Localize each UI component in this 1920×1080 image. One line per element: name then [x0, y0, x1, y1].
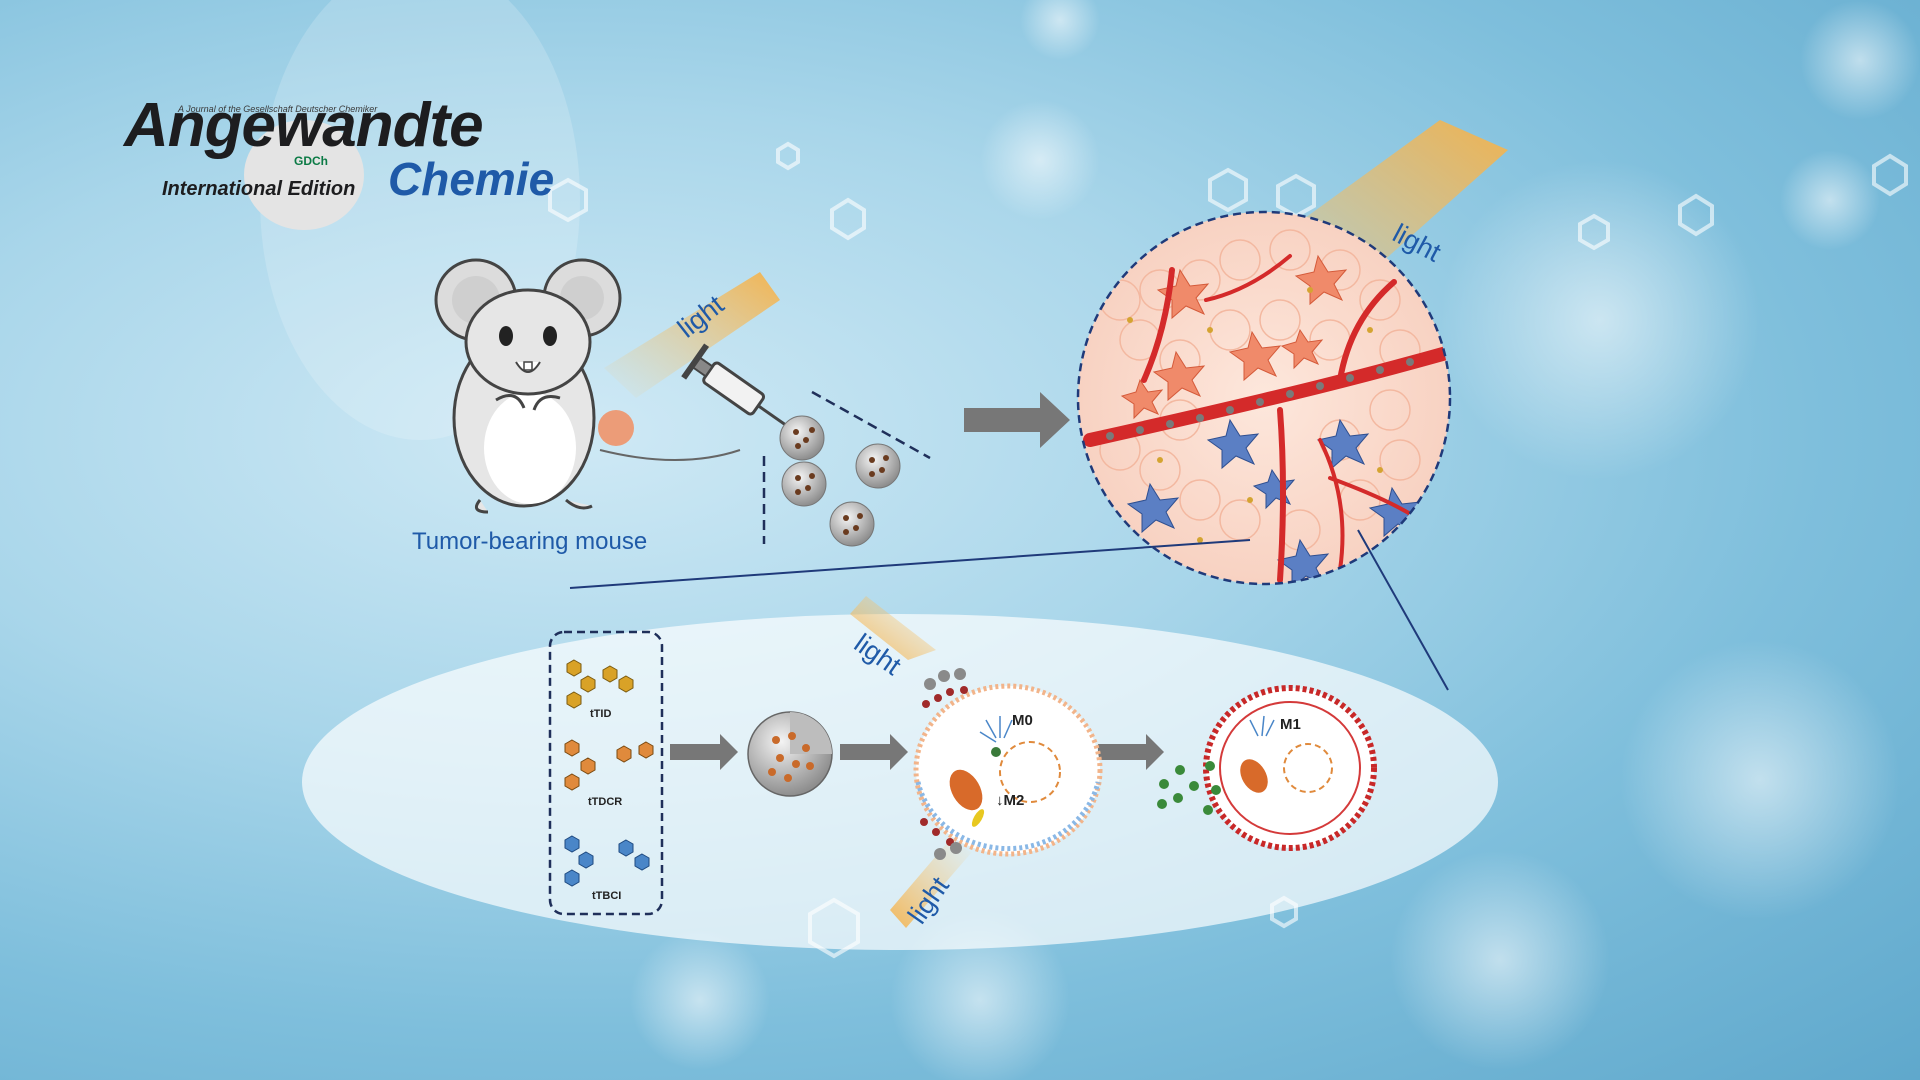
logo-edition: International Edition: [162, 178, 356, 200]
molecule-label-ttid: tTID: [590, 708, 612, 720]
tumor-spot: [598, 410, 634, 446]
molecule-label-ttbci: tTBCI: [592, 890, 622, 902]
logo-chemie: Chemie: [388, 153, 555, 205]
molecule-label-ttdcr: tTDCR: [588, 796, 623, 808]
molecule-box: [548, 630, 664, 916]
molecule-ttid: [566, 659, 634, 709]
logo-title: Angewandte: [124, 91, 484, 160]
arrow-3: [1098, 734, 1164, 770]
macrophage-m0: [913, 668, 1103, 860]
released-particles: [1157, 761, 1221, 815]
cell-label-m2-text: M2: [1003, 792, 1025, 809]
mouse-label: Tumor-bearing mouse: [412, 528, 648, 555]
molecule-ttdcr: [564, 739, 654, 791]
nanoparticle-group: [762, 390, 931, 547]
arrow-2: [840, 734, 908, 770]
nanoparticle-sphere: [747, 711, 833, 797]
molecule-ttbci: [564, 835, 650, 887]
cell-light-beam-bottom: [890, 842, 972, 928]
logo-emblem-circle: [244, 120, 364, 230]
cell-light-beam-top: [850, 596, 936, 660]
arrow-1: [670, 734, 738, 770]
logo-gdch: GDCh: [294, 154, 328, 168]
cell-label-m0: M0: [1012, 712, 1033, 729]
tumor-section: [1076, 210, 1452, 586]
syringe-icon: [681, 343, 789, 428]
mechanism-panel: [302, 614, 1498, 950]
mouse-illustration: [434, 258, 780, 514]
zoom-line-right: [1357, 529, 1449, 691]
zoom-line-left: [569, 539, 1251, 589]
mouse-light-beam: [604, 272, 780, 398]
cell-label-m1: M1: [1280, 716, 1301, 733]
macrophage-m1: [1203, 685, 1377, 851]
background-bokeh: [260, 0, 1920, 1080]
logo-tagline: A Journal of the Gesellschaft Deutscher …: [178, 104, 378, 114]
cell-label-m2: ↓M2: [996, 792, 1024, 809]
journal-logo: Angewandte A Journal of the Gesellschaft…: [120, 90, 554, 240]
down-arrow-icon: ↓: [996, 792, 1004, 809]
arrow-to-tumor: [964, 392, 1070, 448]
